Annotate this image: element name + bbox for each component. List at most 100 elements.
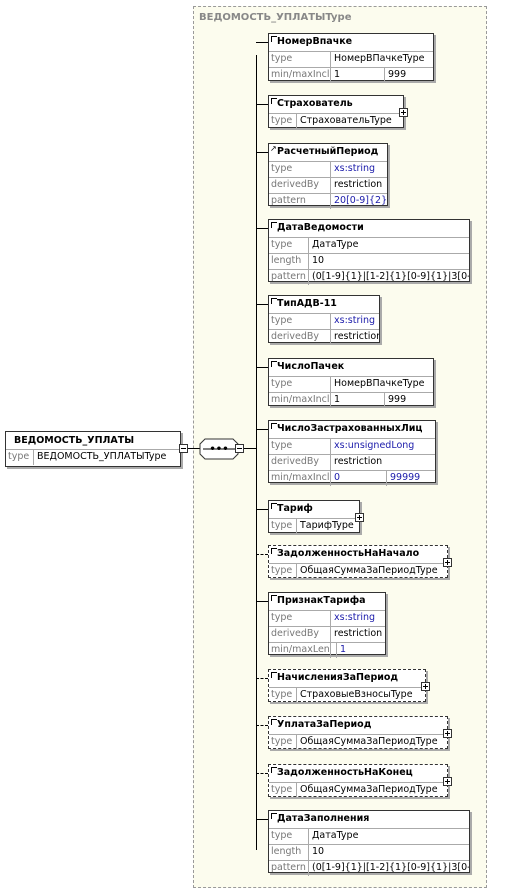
element-marker-icon <box>271 503 277 509</box>
property-value: restriction <box>334 628 383 639</box>
element-marker-icon <box>271 548 277 554</box>
property-value: СтраховыеВзносыType <box>300 689 413 700</box>
root-element[interactable]: ВЕДОМОСТЬ_УПЛАТЫ type ВЕДОМОСТЬ_УПЛАТЫTy… <box>5 431 181 467</box>
property-value: (0[1-9]{1}|[1-2]{1}[0-9]{1}|3[0-... <box>312 271 469 282</box>
element-name: НачисленияЗаПериод <box>277 672 399 683</box>
expand-icon[interactable] <box>399 108 408 117</box>
property-key: length <box>269 254 309 269</box>
root-element-name: ВЕДОМОСТЬ_УПЛАТЫ <box>14 435 135 446</box>
property-key: type <box>269 314 331 329</box>
property-value-max: 1 <box>336 643 385 658</box>
element-marker-icon <box>271 719 277 725</box>
property-key: type <box>269 377 331 392</box>
property-value: restriction <box>334 456 383 467</box>
derived-arrow-icon: ↗ <box>270 144 277 153</box>
element-name: РасчетныйПериод <box>277 146 379 157</box>
branch-connector-line <box>256 509 268 510</box>
element-name: ПризнакТарифа <box>277 595 366 606</box>
property-key: type <box>269 688 297 703</box>
element-marker-icon <box>271 767 277 773</box>
element-name: Страхователь <box>277 98 353 109</box>
expand-icon[interactable] <box>443 729 452 738</box>
property-value: (0[1-9]{1}|[1-2]{1}[0-9]{1}|3[0-... <box>312 862 469 873</box>
root-type-value: ВЕДОМОСТЬ_УПЛАТЫType <box>37 451 167 462</box>
branch-connector-line <box>256 228 268 229</box>
property-key: pattern <box>269 270 309 285</box>
property-value-max: 999 <box>384 393 433 408</box>
element-name: ТипАДВ-11 <box>277 298 337 309</box>
property-key: derivedBy <box>269 330 331 345</box>
property-key: derivedBy <box>269 627 331 642</box>
element-name: ЧислоПачек <box>277 361 345 372</box>
property-value: НомерВПачкеType <box>334 378 425 389</box>
root-collapse-icon[interactable] <box>179 444 188 453</box>
property-value: restriction <box>334 331 379 342</box>
element-name: ЗадолженностьНаКонец <box>277 767 413 778</box>
property-key: type <box>269 114 297 129</box>
property-value: ОбщаяСуммаЗаПериодType <box>300 565 438 576</box>
branch-connector-line <box>256 601 268 602</box>
property-value: 1 <box>334 394 341 405</box>
property-key: min/maxLen <box>269 643 331 658</box>
property-value: ДатаType <box>312 830 359 841</box>
property-key: type <box>269 52 331 67</box>
property-key: length <box>269 845 309 860</box>
property-value: 0 <box>334 472 341 483</box>
expand-icon[interactable] <box>355 513 364 522</box>
property-value: 1 <box>334 69 341 80</box>
property-value: xs:string <box>334 612 376 623</box>
property-key: type <box>269 238 309 253</box>
element-marker-icon <box>271 36 277 42</box>
sequence-collapse-icon[interactable] <box>235 444 244 453</box>
element-name: НомерВпачке <box>277 36 353 47</box>
property-key: type <box>269 162 331 177</box>
property-key: pattern <box>269 194 331 209</box>
expand-icon[interactable] <box>443 777 452 786</box>
complex-type-title: ВЕДОМОСТЬ_УПЛАТЫType <box>199 12 352 23</box>
property-key: type <box>269 439 331 454</box>
element-name: ДатаЗаполнения <box>277 813 370 824</box>
expand-icon[interactable] <box>421 682 430 691</box>
element-property-row: min/maxLen 1 <box>269 642 385 658</box>
property-key: pattern <box>269 861 309 876</box>
property-key: min/maxIncl <box>269 471 331 486</box>
connector-line <box>188 448 200 449</box>
expand-icon[interactable] <box>443 558 452 567</box>
property-value-max: 999 <box>384 68 433 83</box>
property-key: type <box>269 829 309 844</box>
sequence-compositor[interactable]: ••• <box>199 438 239 460</box>
property-value: xs:unsignedLong <box>334 440 415 451</box>
property-key: type <box>269 783 297 798</box>
sequence-trunk-line <box>256 55 257 850</box>
element-marker-icon <box>271 222 277 228</box>
branch-connector-line <box>256 819 268 820</box>
branch-connector-line <box>256 304 268 305</box>
